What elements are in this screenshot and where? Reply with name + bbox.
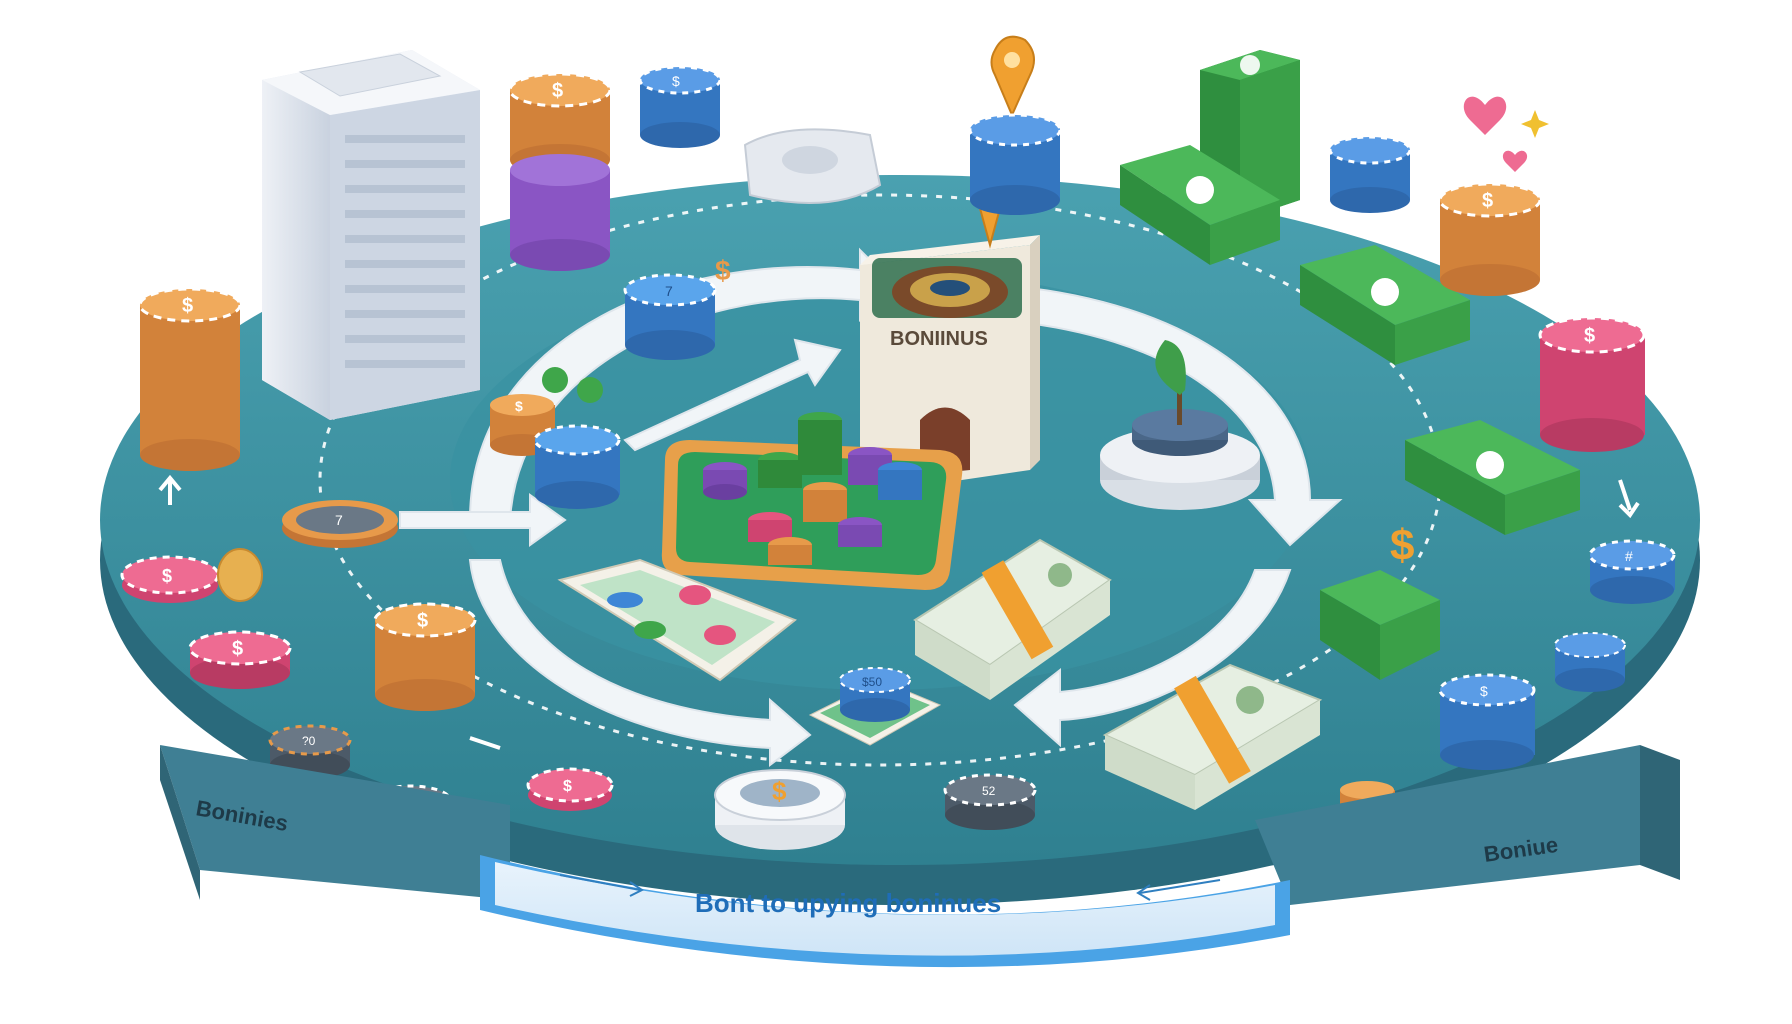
arrow-left-pointer: [399, 493, 567, 547]
chip-stack-blue-right-top: [1328, 135, 1412, 213]
small-arrows: [158, 474, 1640, 750]
chip-stack-blue-seven: 7 $: [623, 255, 731, 360]
dollar-icon: $: [1584, 325, 1595, 347]
chip-label: 7: [665, 283, 673, 299]
chip-stack-blue-center: [968, 113, 1062, 215]
chip-label: 52: [982, 784, 996, 798]
game-table: [661, 412, 963, 590]
cash-stack-small-right: $: [1320, 521, 1440, 680]
dollar-icon: $: [1482, 190, 1493, 212]
dollar-icon: [1048, 563, 1072, 587]
chip-stack-pink-left: $: [188, 630, 292, 689]
chip-label: $50: [862, 675, 882, 689]
dollar-icon: $: [563, 778, 572, 795]
dollar-icon: $: [772, 776, 787, 806]
center-small-table: $50: [808, 667, 942, 746]
cash-stack-wide: [1120, 145, 1280, 265]
chip-pink-left: $: [120, 548, 263, 603]
chip-stack-blue-right-mid: #: [1588, 539, 1676, 604]
sparkle-icon: [1521, 110, 1549, 138]
plant-pedestal: [1100, 340, 1260, 510]
cash-stack-mid-right: [1300, 245, 1470, 365]
chip-stack-orange-right: $: [1438, 182, 1542, 296]
dollar-icon: [1186, 176, 1214, 204]
chip-label: $: [672, 73, 680, 89]
dollar-icon: $: [182, 295, 193, 317]
dollar-icon: [577, 377, 603, 403]
heart-icon: [1463, 96, 1528, 172]
dollar-icon: [542, 367, 568, 393]
chip-label: $: [1480, 683, 1488, 699]
bottom-banner: Bont to upying boninues: [480, 855, 1290, 968]
betting-board: [557, 558, 797, 682]
chip-label: #: [1625, 548, 1633, 564]
chip-label: ?0: [302, 734, 316, 748]
dollar-bundle-center: [913, 538, 1112, 700]
dollar-icon: [1236, 686, 1264, 714]
dollar-icon: $: [715, 255, 731, 286]
chip-gray-center: 52: [943, 773, 1037, 830]
arrow-center-pointer: [623, 338, 842, 452]
dollar-icon: $: [552, 80, 563, 102]
dollar-icon: $: [417, 610, 428, 632]
dollar-icon: [1240, 55, 1260, 75]
plant-icon: [1155, 340, 1186, 395]
dollar-icon: $: [162, 566, 172, 586]
bottom-banner-label: Bont to upying boninues: [695, 888, 1001, 918]
arrow-bottom-left: [468, 559, 812, 767]
chip-label: 7: [335, 512, 343, 528]
cash-stack-low-right: [1405, 420, 1580, 535]
dollar-icon: $: [515, 398, 523, 414]
dollar-icon: $: [1390, 521, 1414, 570]
chip-orange-seven: 7: [282, 500, 398, 548]
arrow-bottom-right: [1013, 569, 1292, 748]
chip-stack-blue-right-low: $: [1340, 632, 1626, 819]
silver-tray: [743, 128, 882, 204]
chip-stack-blue-top: $: [638, 65, 722, 148]
coin-tray-bottom: $: [714, 769, 846, 850]
chip-pink-bottom: $: [526, 767, 614, 811]
office-building: [262, 50, 480, 420]
building-sign-partial: BONIINUS: [890, 328, 988, 350]
dollar-icon: [1476, 451, 1504, 479]
gold-coin: [217, 548, 263, 602]
dollar-bundle-lower: [1102, 663, 1323, 810]
chip-stack-orange-mid-left: $: [373, 602, 477, 711]
dollar-icon: $: [232, 638, 243, 660]
chip-stack-orange-left: $: [138, 287, 242, 471]
right-ramp: Boniue: [1255, 745, 1680, 905]
chip-stack-mixed-left: $: [490, 367, 621, 509]
chip-stack-orange-left-top: $: [508, 72, 612, 271]
chip-stack-pink-right: $: [1538, 316, 1646, 452]
left-ramp: Boninies: [160, 745, 510, 900]
dollar-icon: [1371, 278, 1399, 306]
